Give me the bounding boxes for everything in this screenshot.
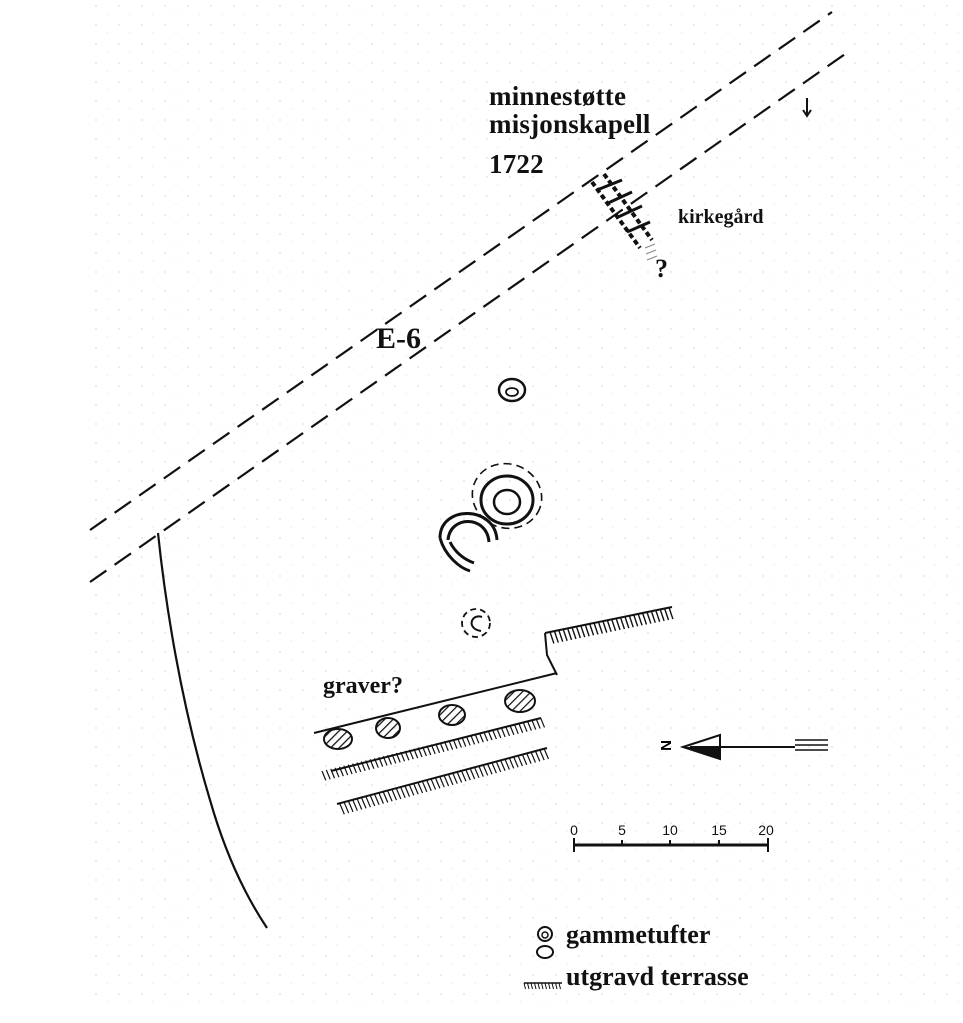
graveyard-faint-marks (644, 243, 658, 261)
terrace-upper (544, 606, 674, 676)
scale-tick-label: 10 (662, 822, 678, 838)
terrace-lower (313, 672, 558, 815)
background-stipple (90, 0, 960, 1010)
hut-foundation-large (471, 462, 543, 530)
legend-hut-icon (536, 926, 554, 959)
hut-foundation-dashed (461, 608, 491, 638)
road-e6 (89, 11, 849, 583)
road-edge-lower (89, 51, 849, 583)
monument-year: 1722 (489, 149, 544, 179)
graveyard-label: kirkegård (678, 206, 764, 228)
scale-bar (573, 838, 769, 852)
scale-tick-label: 5 (618, 822, 626, 838)
grave-marker (375, 717, 401, 739)
grave-marker (504, 689, 536, 713)
question-mark-label: ? (655, 254, 668, 283)
scale-tick-label: 20 (758, 822, 774, 838)
monument-title-line1: minnestøtte (489, 81, 627, 111)
hut-foundation-small (497, 377, 527, 403)
road-edge-upper (89, 11, 833, 531)
hut-foundation-horseshoe (438, 512, 499, 573)
chapel-fence (590, 172, 654, 250)
scale-tick-label: 15 (711, 822, 727, 838)
grave-marker (438, 704, 466, 726)
marker-arrow-icon (802, 98, 812, 118)
scale-tick-label: 0 (570, 822, 578, 838)
legend-label-terrace: utgravd terrasse (566, 962, 749, 991)
graves (323, 689, 536, 750)
north-arrow-icon (679, 733, 828, 761)
boundary-line (156, 532, 268, 929)
grave-marker (323, 728, 353, 750)
legend-terrace-icon (523, 982, 562, 990)
north-letter: N (657, 740, 675, 751)
road-label: E-6 (376, 322, 421, 355)
graves-label: graver? (323, 673, 403, 699)
monument-title-line2: misjonskapell (489, 109, 651, 139)
legend-label-huts: gammetufter (566, 920, 711, 949)
